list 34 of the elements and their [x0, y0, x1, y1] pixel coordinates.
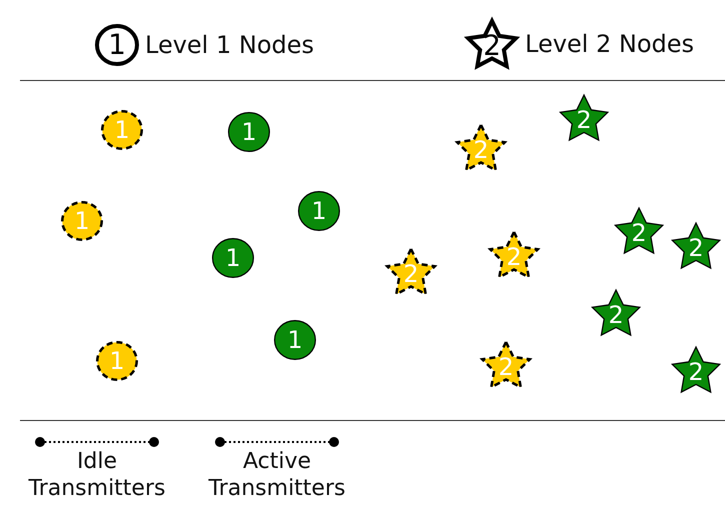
node-number: 2 — [498, 355, 514, 379]
node-number: 2 — [688, 360, 704, 384]
circle-node — [96, 341, 138, 381]
circle-node — [61, 201, 103, 241]
node-number: 1 — [109, 349, 125, 373]
node-number: 2 — [608, 303, 624, 327]
circle-node — [298, 191, 340, 231]
star-node — [669, 220, 723, 272]
star-node — [669, 344, 723, 396]
node-number: 1 — [114, 118, 130, 142]
circle-node — [212, 238, 254, 278]
star-node — [612, 205, 666, 257]
circle-node — [274, 320, 316, 360]
node-number: 2 — [631, 221, 647, 245]
node-number: 2 — [506, 245, 522, 269]
star-node — [557, 92, 611, 144]
node-caption: Level 2 Nodes — [525, 30, 694, 58]
circle-node — [101, 110, 143, 150]
node-number: 1 — [241, 120, 257, 144]
node-number: 2 — [576, 108, 592, 132]
star-node — [589, 287, 643, 339]
node-number: 1 — [74, 209, 90, 233]
node-number: 2 — [473, 138, 489, 162]
node-number: 1 — [311, 199, 327, 223]
circle-node — [228, 112, 270, 152]
node-number: 2 — [483, 32, 501, 60]
node-caption: Level 1 Nodes — [145, 31, 314, 59]
node-number: 2 — [403, 262, 419, 286]
node-number: 1 — [225, 246, 241, 270]
legend-label: Idle Transmitters — [28, 448, 166, 502]
node-number: 2 — [688, 236, 704, 260]
node-number: 1 — [108, 31, 126, 59]
legend-label: Active Transmitters — [208, 448, 346, 502]
node-number: 1 — [287, 328, 303, 352]
